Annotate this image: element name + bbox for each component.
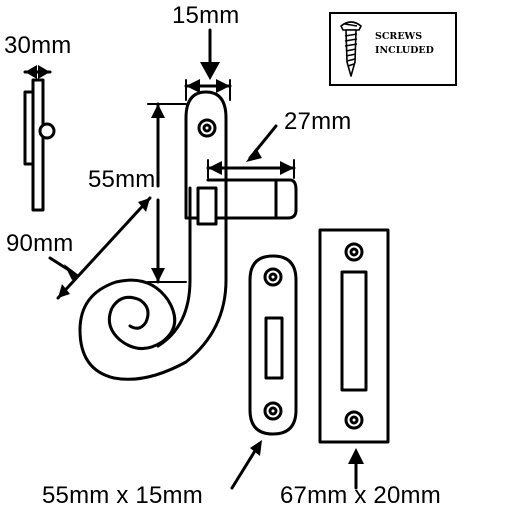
screws-included-text: SCREWS INCLUDED <box>375 30 455 58</box>
keep-plate-size-label: 55mm x 15mm <box>42 482 203 509</box>
screw-icon <box>340 21 362 77</box>
fastener-drawing <box>78 90 298 381</box>
keep-plate-drawing <box>248 254 298 436</box>
arrow-heads <box>25 62 364 464</box>
mortice-plate-size-label: 67mm x 20mm <box>280 482 441 509</box>
screws-line-2: INCLUDED <box>375 45 434 56</box>
width-label: 30mm <box>4 32 72 59</box>
screws-line-1: SCREWS <box>375 31 423 42</box>
side-profile-view <box>23 71 56 212</box>
screws-included-badge: SCREWS INCLUDED <box>329 12 457 86</box>
plate-height-label: 55mm <box>88 166 156 193</box>
overall-length-label: 90mm <box>6 230 74 257</box>
catch-length-label: 27mm <box>284 108 352 135</box>
mortice-plate-drawing <box>318 228 390 444</box>
pin-width-label: 15mm <box>172 2 240 29</box>
